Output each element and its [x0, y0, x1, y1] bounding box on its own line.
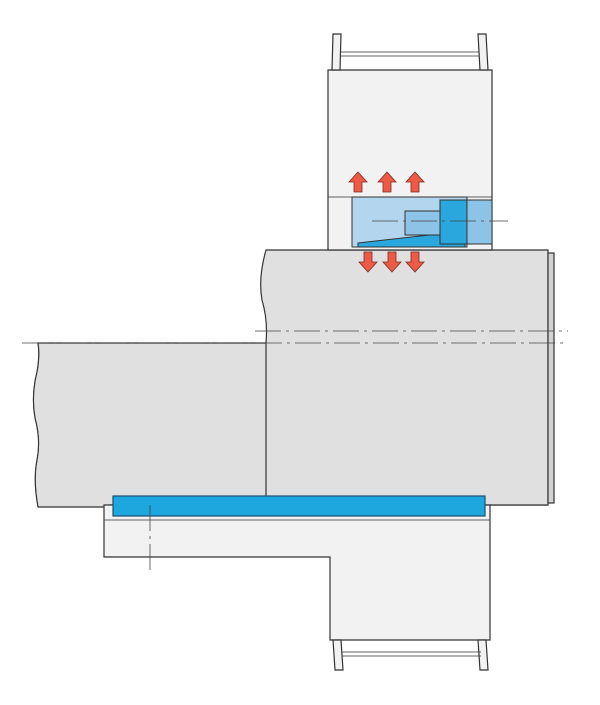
hub-upper-tooth-left — [331, 33, 342, 71]
hub-lower — [103, 504, 491, 671]
hub-lower-tooth-left — [332, 639, 344, 671]
shaft — [32, 249, 555, 508]
arrow-icon — [358, 251, 378, 273]
hub-lower-body — [103, 504, 491, 641]
clamp-screw-head — [439, 199, 468, 245]
arrow-icon — [405, 171, 425, 193]
shaft-break-line — [33, 342, 40, 508]
radial-pressure-arrows-up — [348, 171, 425, 193]
clamping-element — [351, 196, 493, 248]
hub-lower-tooth-right — [477, 639, 489, 671]
radial-pressure-arrows-down — [358, 251, 425, 273]
arrow-icon — [405, 251, 425, 273]
shaft-end-chamfer — [547, 252, 555, 504]
clamp-flange — [466, 199, 493, 245]
shaft-shoulder — [260, 249, 549, 506]
feather-key — [112, 495, 486, 517]
arrow-icon — [348, 171, 368, 193]
arrow-icon — [377, 171, 397, 193]
hub-upper-tooth-right — [477, 33, 489, 71]
clamp-screw-thread — [404, 210, 441, 236]
arrow-icon — [382, 251, 402, 273]
